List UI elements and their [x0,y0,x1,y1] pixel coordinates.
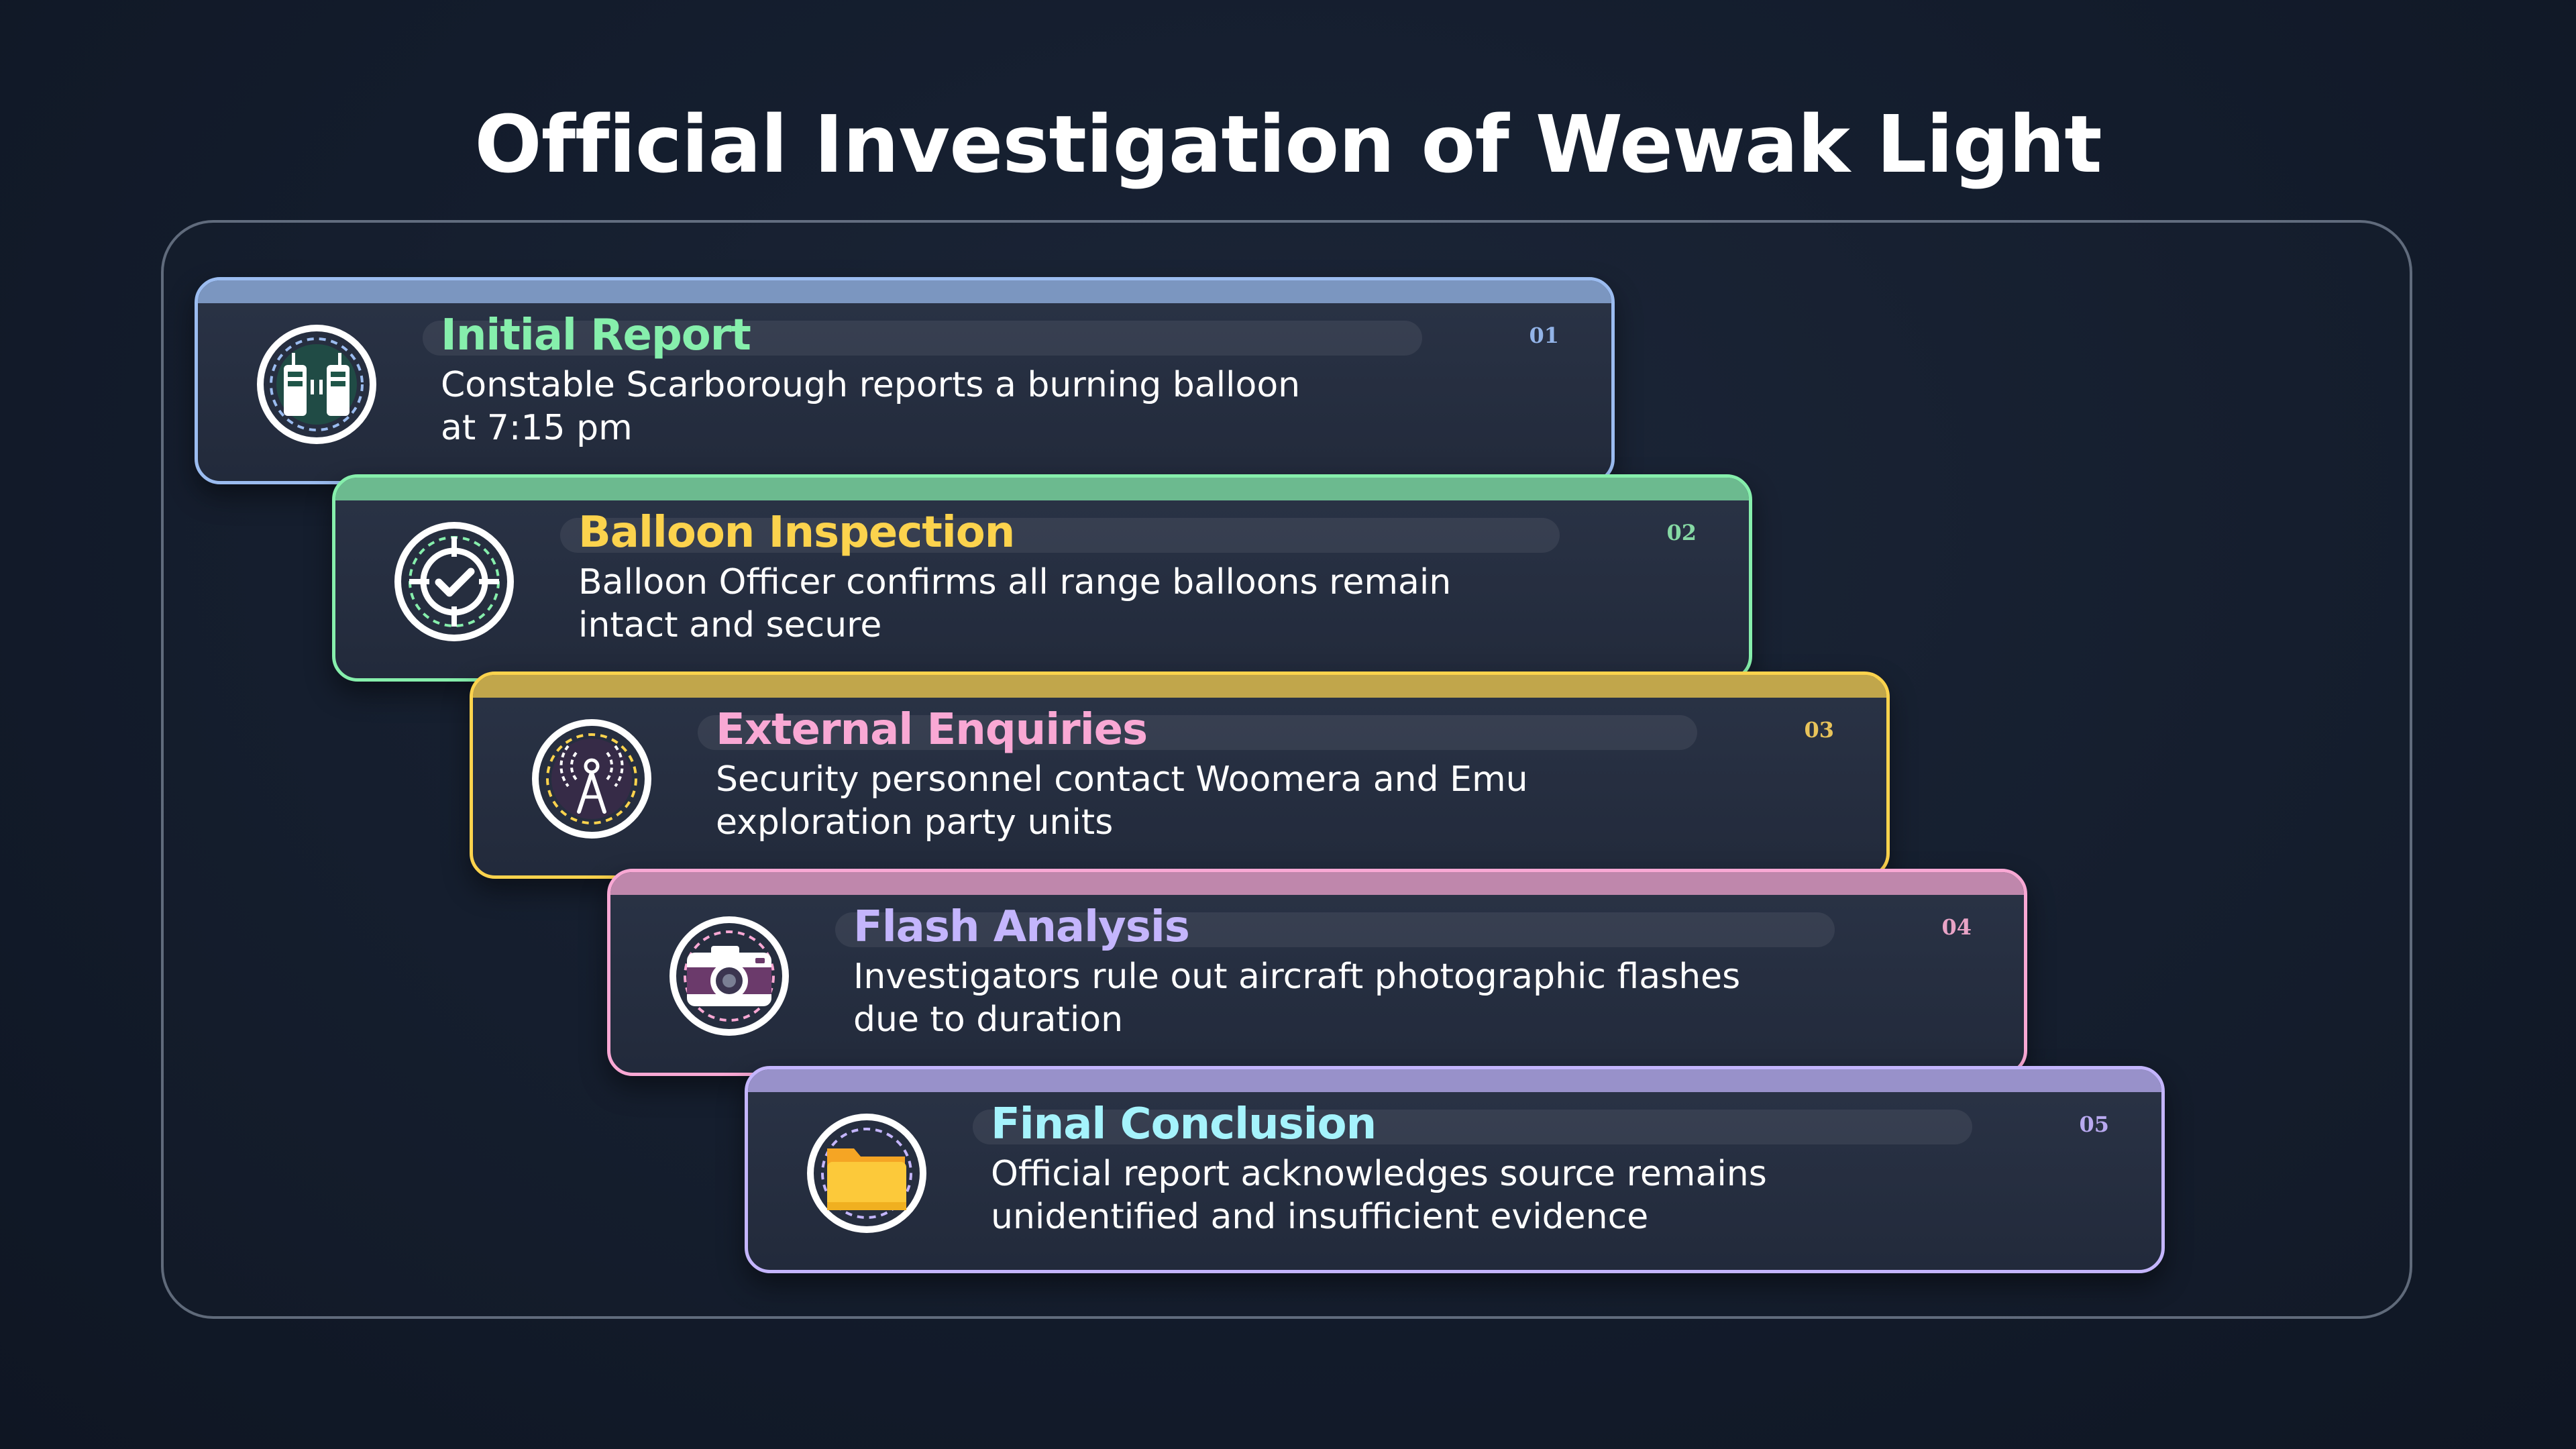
title-highlight [560,518,1560,553]
step-number: 04 [1941,914,1972,940]
step-number: 05 [2079,1112,2109,1137]
step-number: 03 [1804,717,1834,743]
card-header-bar [610,872,2024,895]
step-card-external-enquiries: External Enquiries Security personnel co… [470,672,1890,879]
step-description: Balloon Officer confirms all range ballo… [578,562,1452,645]
step-title: Final Conclusion [991,1099,1377,1149]
steps-frame [161,220,2412,1319]
step-title: Balloon Inspection [578,508,1015,557]
title-highlight [835,912,1835,947]
step-description: Security personnel contact Woomera and E… [716,759,1528,843]
step-number: 02 [1666,520,1697,545]
step-number: 01 [1529,323,1559,348]
step-description: Constable Scarborough reports a burning … [441,365,1301,448]
target-check-icon [394,522,514,641]
card-header-bar [748,1069,2161,1092]
folder-icon [807,1114,926,1233]
step-card-initial-report: Initial Report Constable Scarborough rep… [195,277,1615,484]
title-highlight [973,1110,1972,1144]
step-card-balloon-inspection: Balloon Inspection Balloon Officer confi… [332,474,1752,682]
page-title: Official Investigation of Wewak Light [474,98,2102,191]
step-title: Flash Analysis [853,902,1190,952]
walkie-talkie-icon [257,325,376,444]
radio-tower-icon [532,719,651,839]
title-highlight [698,715,1697,750]
step-description: Official report acknowledges source rema… [991,1154,1767,1237]
card-header-bar [473,675,1886,698]
camera-icon [669,916,789,1036]
step-card-final-conclusion: Final Conclusion Official report acknowl… [745,1066,2165,1273]
card-header-bar [198,280,1611,303]
step-card-flash-analysis: Flash Analysis Investigators rule out ai… [607,869,2027,1076]
card-header-bar [335,478,1749,500]
step-title: Initial Report [441,311,751,360]
step-description: Investigators rule out aircraft photogra… [853,957,1741,1040]
title-highlight [423,321,1422,356]
step-title: External Enquiries [716,705,1148,755]
